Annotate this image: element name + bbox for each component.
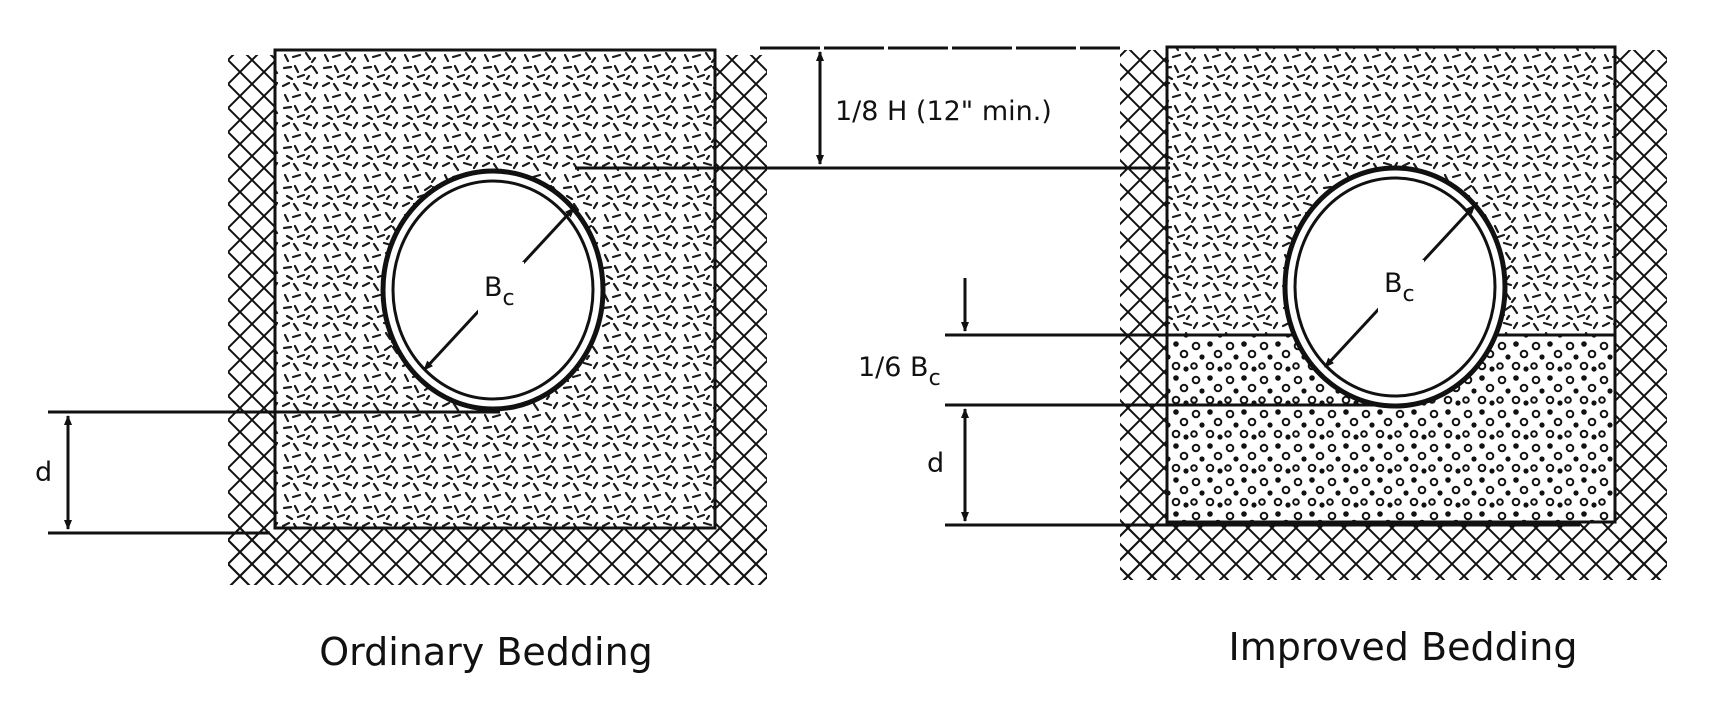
left-native-soil-left	[228, 55, 276, 585]
left-pipe-diameter-label: Bc	[484, 272, 515, 311]
right-fraction-label: 1/6 Bc	[858, 352, 941, 391]
right-depth-label: d	[927, 448, 944, 479]
improved-bedding-section: Bc 1/6 Bc d Improved Bedding	[858, 45, 1667, 669]
right-pipe-diameter-label: Bc	[1384, 268, 1415, 307]
right-caption: Improved Bedding	[1229, 625, 1578, 669]
cover-dimension: 1/8 H (12" min.)	[575, 46, 1170, 170]
left-caption: Ordinary Bedding	[319, 630, 653, 674]
left-native-soil-right	[715, 55, 767, 585]
left-native-soil-bottom	[228, 528, 767, 585]
right-pipe-inner-wall	[1293, 176, 1497, 398]
right-native-soil-left	[1120, 50, 1168, 580]
ordinary-bedding-section: Bc d Ordinary Bedding	[35, 48, 767, 674]
left-pipe-inner-wall	[391, 179, 595, 401]
left-depth-label: d	[35, 457, 52, 488]
right-native-soil-right	[1615, 50, 1667, 580]
cover-label: 1/8 H (12" min.)	[835, 96, 1052, 127]
right-native-soil-bottom	[1120, 522, 1667, 580]
